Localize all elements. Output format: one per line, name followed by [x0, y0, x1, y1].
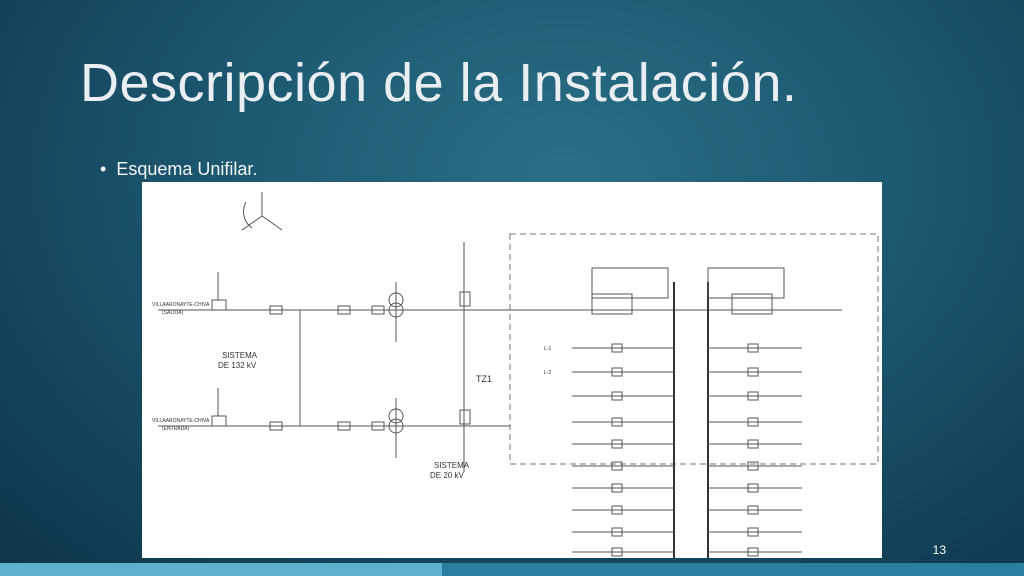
label-line-top-sub: (SALIDA) [162, 310, 183, 316]
bullet-text: Esquema Unifilar. [116, 159, 258, 179]
footer-bar [0, 563, 1024, 576]
bullet-dot: • [100, 159, 107, 179]
label-line-top: VILLAARONAYTE-CHIVA [152, 302, 210, 308]
single-line-diagram: SISTEMA DE 132 kV SISTEMA DE 20 kV VILLA… [142, 182, 882, 558]
label-sistema-20-kv: DE 20 kV [430, 471, 464, 480]
label-sistema-20: SISTEMA [434, 461, 470, 470]
label-sistema-132-kv: DE 132 kV [218, 361, 257, 370]
footer-accent [0, 563, 442, 576]
label-l2: L-2 [544, 370, 551, 376]
label-l1: L-1 [544, 346, 551, 352]
page-number: 13 [932, 543, 946, 557]
label-line-bottom: VILLAARONAYTE-CHIVA [152, 418, 210, 424]
diagram-svg: SISTEMA DE 132 kV SISTEMA DE 20 kV VILLA… [152, 192, 879, 558]
label-sistema-132: SISTEMA [222, 351, 258, 360]
label-line-bottom-sub: (ENTRADA) [162, 426, 190, 432]
bullet-item: • Esquema Unifilar. [100, 159, 257, 180]
label-tz1: TZ1 [476, 374, 492, 384]
slide-title: Descripción de la Instalación. [80, 53, 798, 113]
